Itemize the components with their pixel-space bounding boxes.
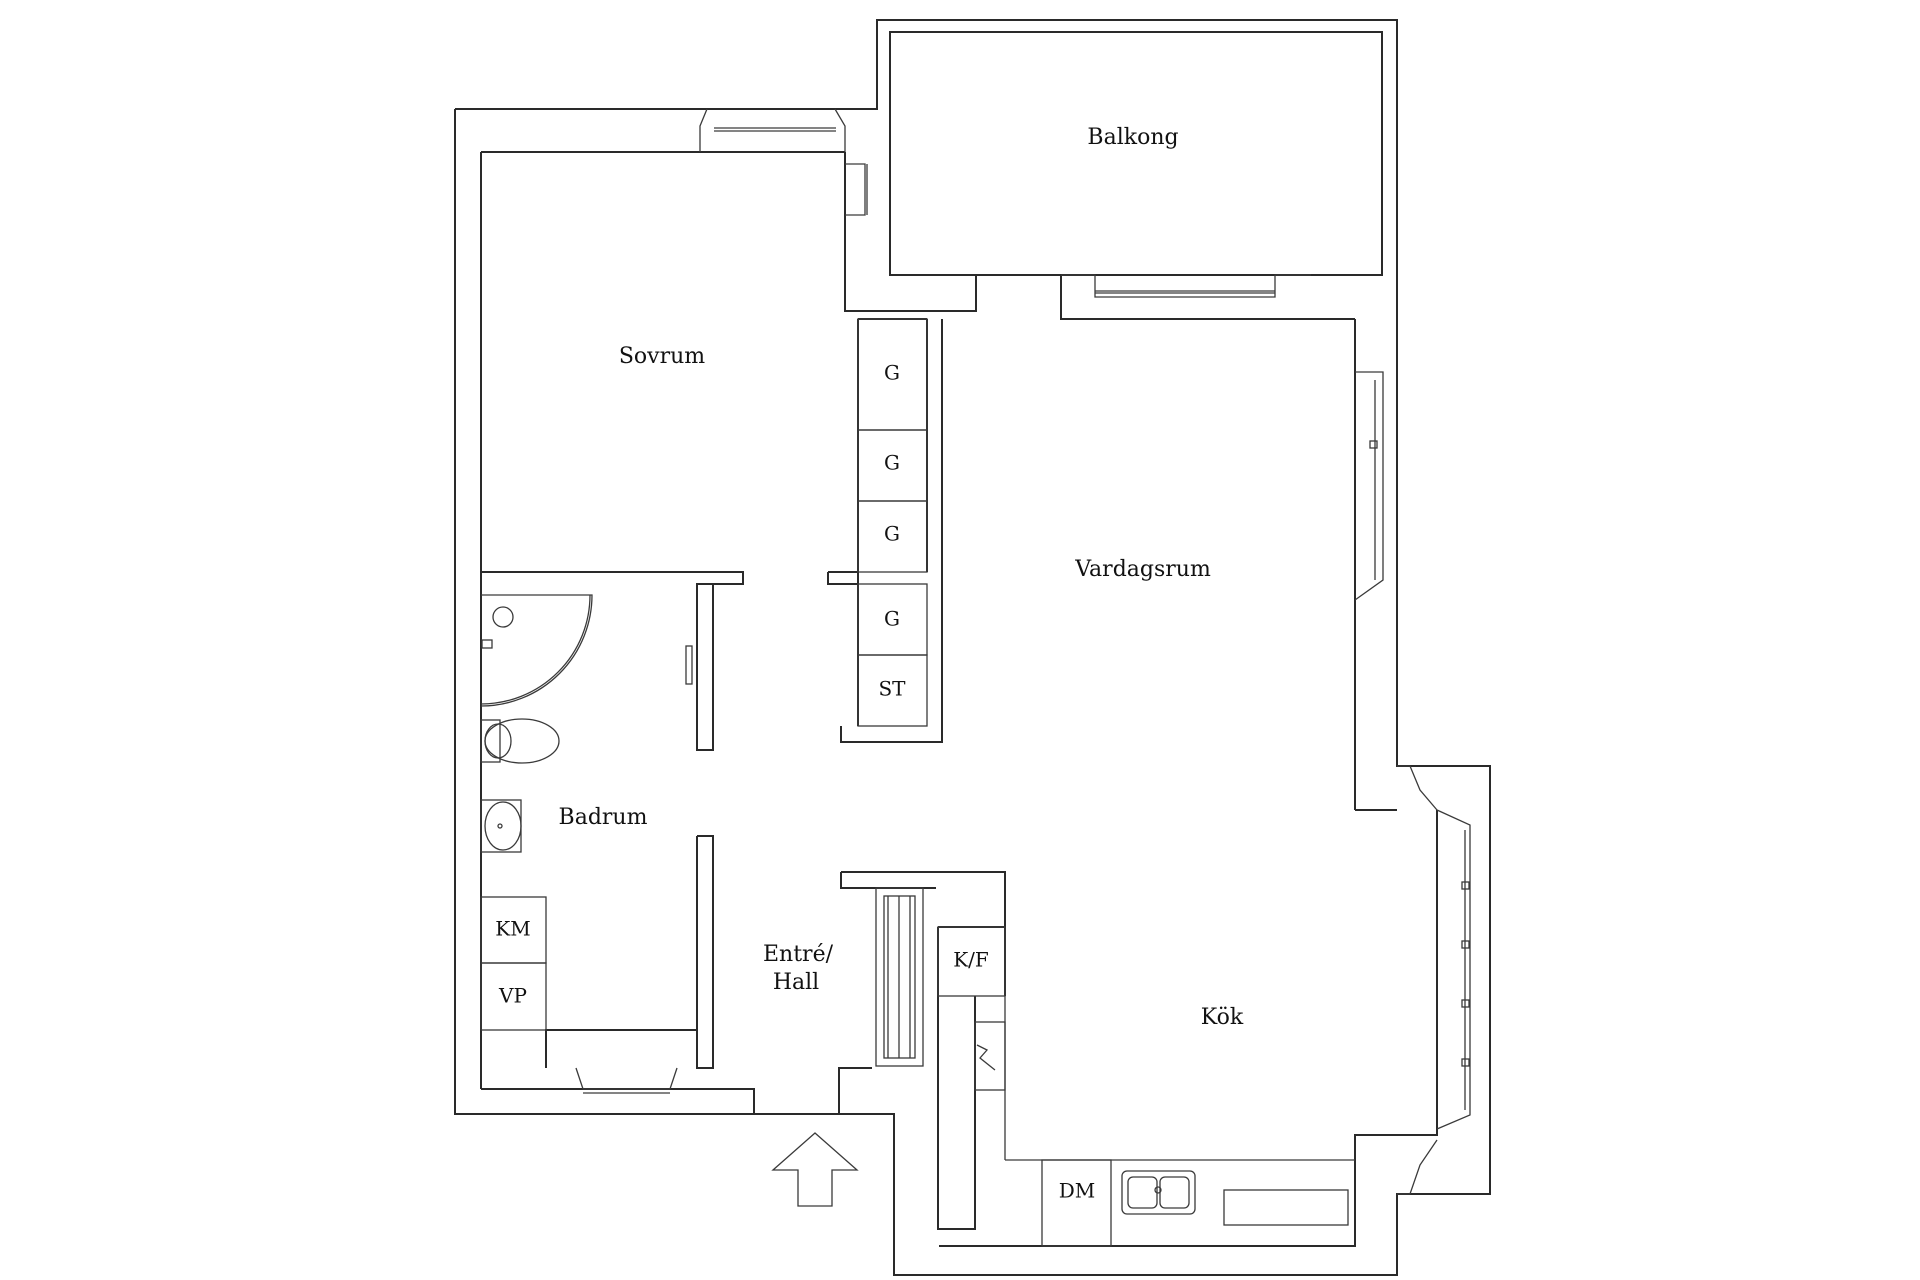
kitchen-inner-wall xyxy=(939,1129,1438,1247)
water-heater-label: VP xyxy=(498,984,527,1008)
room-label-sovrum: Sovrum xyxy=(619,344,705,369)
entry-fixtures xyxy=(771,887,924,1207)
wall-bedroom-bottom-right2 xyxy=(827,572,858,585)
window-kitchen-handle-2 xyxy=(1461,940,1470,949)
room-label-entre-line1: Entré/ xyxy=(763,942,834,967)
storage-label: ST xyxy=(878,677,906,701)
window-kitchen-handle-1 xyxy=(1461,881,1470,890)
window-living-right xyxy=(1354,371,1384,601)
wall-bath-right-lower xyxy=(696,835,714,1069)
room-label-balkong: Balkong xyxy=(1087,125,1178,150)
wall-living-top xyxy=(1060,275,1355,320)
window-kitchen-handle-3 xyxy=(1461,999,1470,1008)
dishwasher-box xyxy=(1041,1159,1112,1247)
inner-wall-bottom-entry xyxy=(838,1067,872,1114)
wardrobe-label-2: G xyxy=(884,451,900,475)
interior-walls xyxy=(481,152,1355,1230)
room-label-entre-line2: Hall xyxy=(773,970,819,995)
oven-symbol-icon xyxy=(976,1044,996,1071)
wall-divider-right xyxy=(840,319,943,743)
window-bedroom-top-right xyxy=(834,108,846,152)
radiator-icon xyxy=(875,887,924,1067)
outer-walls xyxy=(454,19,1491,1276)
wardrobe-box-3 xyxy=(857,500,928,573)
wall-entry-right-top xyxy=(841,871,1006,927)
shower-drain-icon xyxy=(492,606,514,628)
outer-wall-outline xyxy=(454,19,1491,1276)
balcony-door-bedroom xyxy=(845,163,866,216)
window-kitchen-right xyxy=(1436,809,1471,1130)
wardrobe-label-3: G xyxy=(884,522,900,546)
dishwasher-label: DM xyxy=(1059,1179,1096,1203)
wall-bath-bottom xyxy=(545,1029,697,1068)
shower-corner xyxy=(480,594,593,707)
windows xyxy=(575,108,1471,1195)
wardrobes: G G G G ST xyxy=(857,318,928,727)
window-kitchen-corner-top xyxy=(1397,765,1438,811)
window-bathroom-bottom xyxy=(575,1067,678,1090)
washing-machine-label: KM xyxy=(495,917,530,941)
fridge-freezer-box xyxy=(937,926,1006,997)
towel-rail-icon xyxy=(685,645,693,685)
wall-entry-right xyxy=(937,927,976,1230)
room-label-badrum: Badrum xyxy=(559,805,648,830)
storage-box xyxy=(857,654,928,727)
shower-corner-inner xyxy=(480,594,591,705)
water-heater-box xyxy=(480,962,547,1031)
wall-bedroom-top-right xyxy=(844,152,977,312)
washbasin-icon xyxy=(480,799,522,853)
inner-wall-bottom-left xyxy=(481,1088,755,1114)
kitchen-fixtures: K/F DM xyxy=(937,926,1355,1247)
fridge-freezer-label: K/F xyxy=(953,948,989,972)
toilet-icon xyxy=(480,718,560,764)
wall-bedroom-bottom xyxy=(481,571,744,751)
window-living-top xyxy=(1061,274,1311,298)
sink-icon xyxy=(1121,1170,1196,1215)
window-bedroom-top xyxy=(699,108,708,152)
cooktop-box xyxy=(1223,1189,1349,1226)
room-labels: Balkong Sovrum Vardagsrum Badrum Entré/ … xyxy=(559,125,1244,1030)
window-living-right-handle xyxy=(1369,440,1378,449)
balcony xyxy=(889,31,1383,276)
room-label-kok: Kök xyxy=(1201,1005,1244,1030)
window-kitchen-handle-4 xyxy=(1461,1058,1470,1067)
bathroom-fixtures: KM VP xyxy=(480,594,693,1031)
wardrobe-label-4: G xyxy=(884,607,900,631)
wardrobe-label-1: G xyxy=(884,361,900,385)
room-label-vardagsrum: Vardagsrum xyxy=(1074,557,1211,582)
shower-valve-icon xyxy=(481,639,493,649)
entrance-arrow-icon xyxy=(771,1132,859,1207)
window-kitchen-corner-bottom xyxy=(1397,1139,1438,1195)
balcony-inner xyxy=(889,31,1383,276)
oven-box xyxy=(974,1021,1006,1091)
wall-entry-right-top2 xyxy=(840,872,936,889)
